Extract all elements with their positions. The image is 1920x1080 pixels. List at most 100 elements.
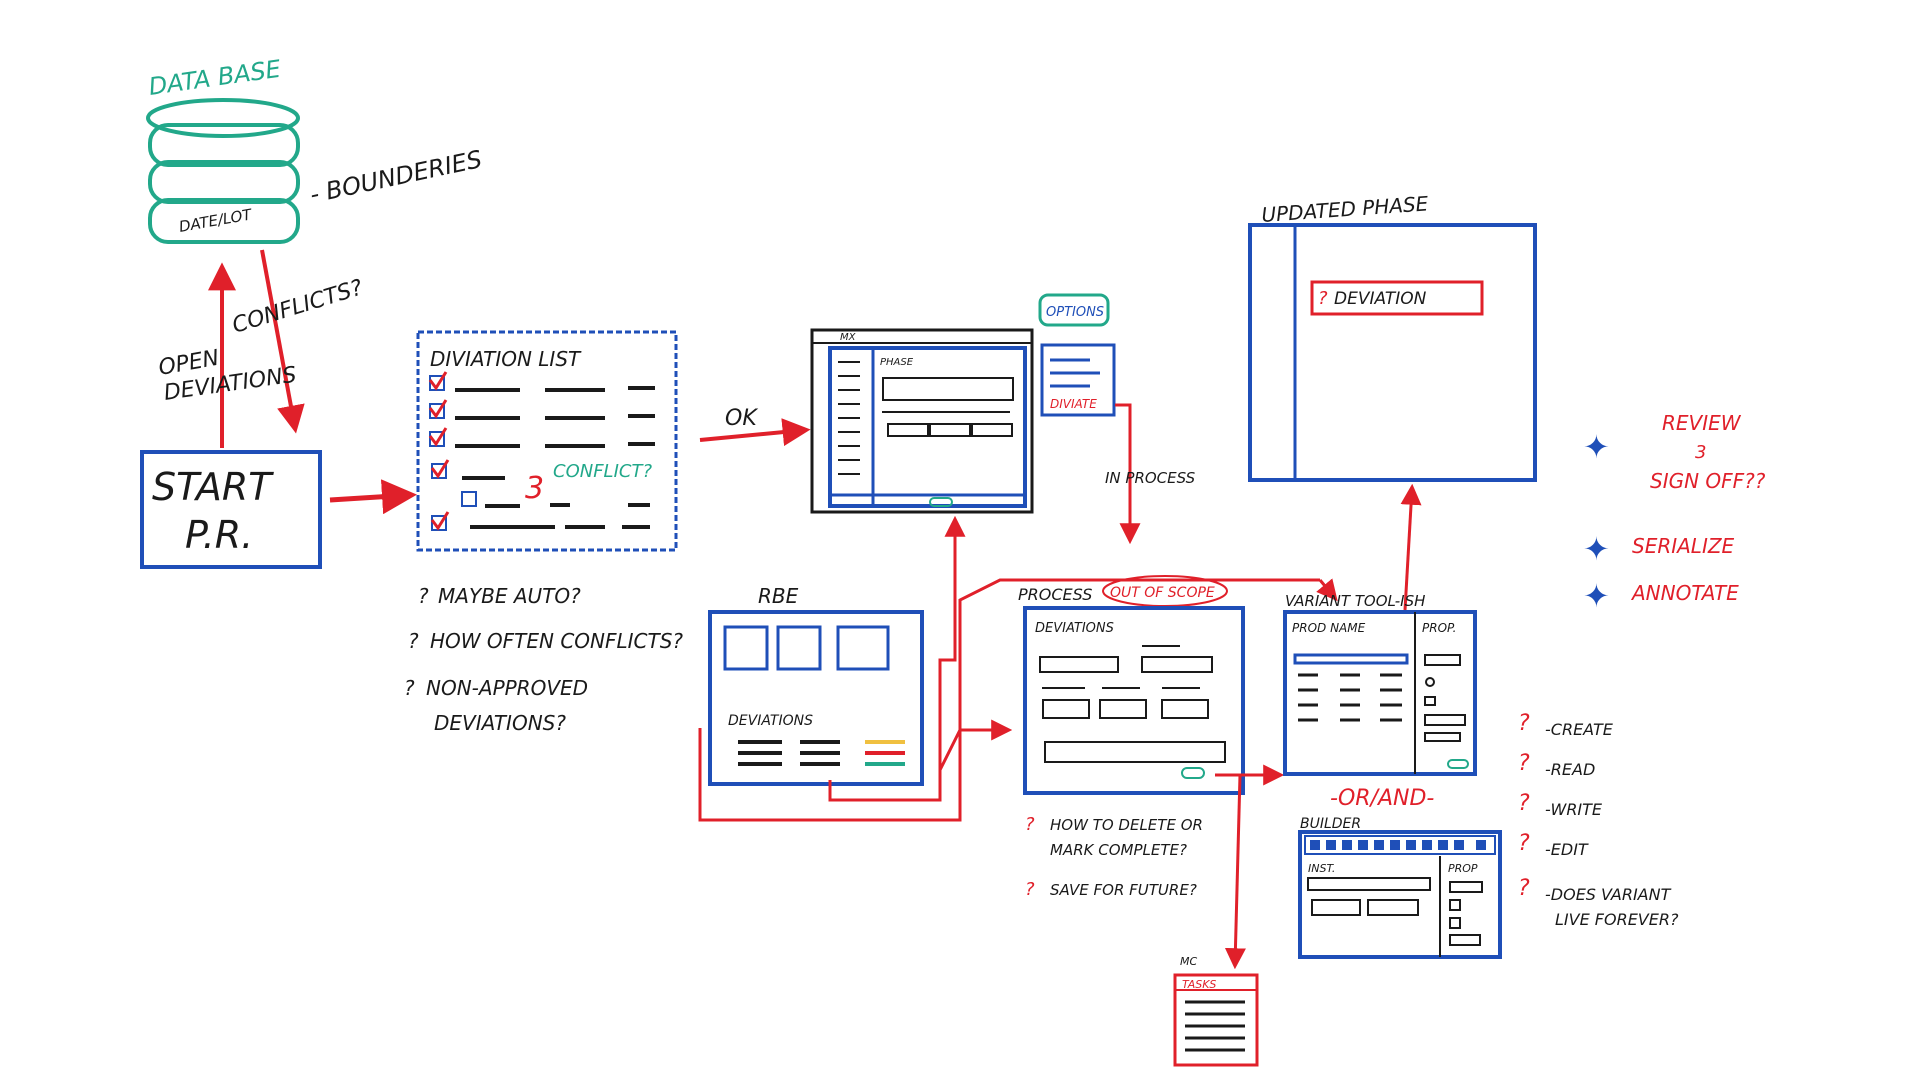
star-icon: ✦: [1583, 577, 1610, 615]
options-box: [1040, 343, 1116, 417]
rbe-title: RBE: [758, 584, 799, 608]
ok-label: OK: [725, 406, 758, 431]
process-title: PROCESS: [1018, 585, 1092, 604]
database-layer-top: [146, 98, 300, 138]
review-line2: 3: [1695, 442, 1706, 463]
builder-title: BUILDER: [1300, 816, 1361, 832]
builder-prop-label: PROP: [1448, 862, 1478, 875]
deviation-banner: [1310, 280, 1484, 316]
question-icon: ?: [1518, 791, 1530, 816]
variant-tool-node: VARIANT TOOL-ISH PROD NAME PROP.: [1283, 592, 1477, 776]
crud-read: -READ: [1545, 760, 1595, 779]
process-deviations-label: DEVIATIONS: [1035, 621, 1114, 636]
mx-header: MX: [840, 332, 857, 343]
deviation-list-title: DIVIATION LIST: [430, 347, 582, 371]
question-maybe-auto: MAYBE AUTO?: [438, 584, 581, 608]
deviation-list-node: DIVIATION LIST 3 CONFLICT?: [416, 330, 678, 552]
variant-button: [1447, 759, 1469, 769]
question-icon: ?: [1025, 879, 1035, 900]
database-node: DATA BASE DATE/LOT - BOUNDERIES: [146, 55, 484, 244]
start-to-list-arrow: [329, 479, 417, 515]
options-tag: [1038, 293, 1110, 327]
conflict-brace: 3: [525, 471, 544, 506]
process-box: [1023, 606, 1245, 795]
start-pr-box: [140, 450, 322, 569]
tasks-box: [1173, 973, 1259, 1067]
conflicts-label: CONFLICTS?: [229, 275, 366, 338]
rbe-box: [708, 610, 924, 786]
crud-edit: -EDIT: [1545, 840, 1589, 859]
mx-screen-outer: [810, 328, 1034, 514]
crud-live-line2: LIVE FOREVER?: [1555, 910, 1679, 929]
rbe-deviations-label: DEVIATIONS: [728, 713, 813, 729]
builder-inst-label: INST.: [1308, 862, 1335, 875]
database-layer-label: DATE/LOT: [178, 205, 255, 236]
deviation-list-checkmarks: [428, 371, 450, 531]
tasks-node: MC TASKS: [1173, 955, 1259, 1067]
question-non-approved: NON-APPROVED: [426, 676, 588, 700]
deviation-list-rows: [429, 375, 655, 531]
crud-write: -WRITE: [1545, 800, 1603, 819]
database-layer-1: [148, 123, 300, 167]
process-questions: ? HOW TO DELETE OR MARK COMPLETE? ? SAVE…: [1025, 814, 1203, 900]
updated-phase-title: UPDATED PHASE: [1261, 191, 1430, 227]
ok-arrow: [699, 418, 811, 447]
review-line1: REVIEW: [1662, 411, 1742, 435]
crud-create: -CREATE: [1545, 720, 1614, 739]
conflict-label: CONFLICT?: [553, 461, 652, 482]
variant-box: [1283, 610, 1477, 776]
star-icon: ✦: [1583, 428, 1610, 466]
start-label: START: [152, 465, 274, 509]
conflicts-arrow: [260, 249, 305, 434]
rbe-to-process-arrow: [938, 719, 1013, 771]
deviation-banner-icon: ?: [1318, 288, 1328, 309]
options-title: OPTIONS: [1046, 305, 1104, 320]
builder-node: BUILDER INST. PROP: [1298, 816, 1502, 959]
deviation-list-box: [416, 330, 678, 552]
variant-title: VARIANT TOOL-ISH: [1285, 592, 1425, 610]
deviation-banner-label: DEVIATION: [1334, 289, 1427, 309]
database-layer-3: [148, 198, 300, 244]
database-layer-2: [148, 160, 300, 204]
out-of-scope-label: OUT OF SCOPE: [1110, 585, 1215, 601]
question-delete-line2: MARK COMPLETE?: [1050, 841, 1187, 859]
question-deviations: DEVIATIONS?: [434, 711, 566, 735]
question-icon: ?: [1025, 814, 1035, 835]
star-icon: ✦: [1583, 530, 1610, 568]
mx-screen-inner: [828, 346, 1027, 508]
serialize-label: SERIALIZE: [1632, 534, 1735, 558]
in-process-arrow: [1115, 403, 1141, 545]
or-and-label: -OR/AND-: [1330, 786, 1434, 811]
process-to-tasks-arrow: [1224, 774, 1246, 970]
boundaries-label: - BOUNDERIES: [307, 145, 484, 209]
builder-box: [1298, 830, 1502, 959]
start-pr-node: START P.R.: [140, 450, 322, 569]
question-icon: ?: [1518, 751, 1530, 776]
list-questions: ? MAYBE AUTO? ? HOW OFTEN CONFLICTS? ? N…: [404, 584, 683, 735]
database-title: DATA BASE: [147, 55, 283, 101]
question-icon: ?: [1518, 876, 1530, 901]
variant-prop-label: PROP.: [1422, 621, 1456, 635]
question-icon: ?: [408, 629, 419, 653]
mx-phase-label: PHASE: [880, 357, 914, 368]
feature-list: ✦ REVIEW 3 SIGN OFF?? ✦ SERIALIZE ✦ ANNO…: [1583, 411, 1766, 615]
rbe-node: RBE DEVIATIONS: [708, 584, 924, 786]
mx-screen-node: MX PHASE: [810, 328, 1034, 514]
question-icon: ?: [418, 584, 429, 608]
to-updated-arrow: [1400, 483, 1422, 611]
review-line3: SIGN OFF??: [1650, 469, 1766, 493]
tasks-mc-label: MC: [1180, 955, 1197, 968]
question-icon: ?: [1518, 711, 1530, 736]
pr-label: P.R.: [185, 513, 253, 557]
rbe-to-mx-arrow: [828, 515, 966, 802]
to-variant-arrow: [1316, 578, 1338, 602]
annotate-label: ANNOTATE: [1630, 581, 1739, 605]
variant-prod-label: PROD NAME: [1292, 621, 1366, 635]
question-icon: ?: [1518, 831, 1530, 856]
process-node: PROCESS OUT OF SCOPE DEVIATIONS: [1018, 575, 1245, 795]
question-icon: ?: [404, 676, 415, 700]
options-node: OPTIONS DIVIATE: [1038, 293, 1116, 417]
process-button: [1181, 767, 1205, 779]
updated-phase-node: UPDATED PHASE ? DEVIATION: [1248, 191, 1537, 482]
